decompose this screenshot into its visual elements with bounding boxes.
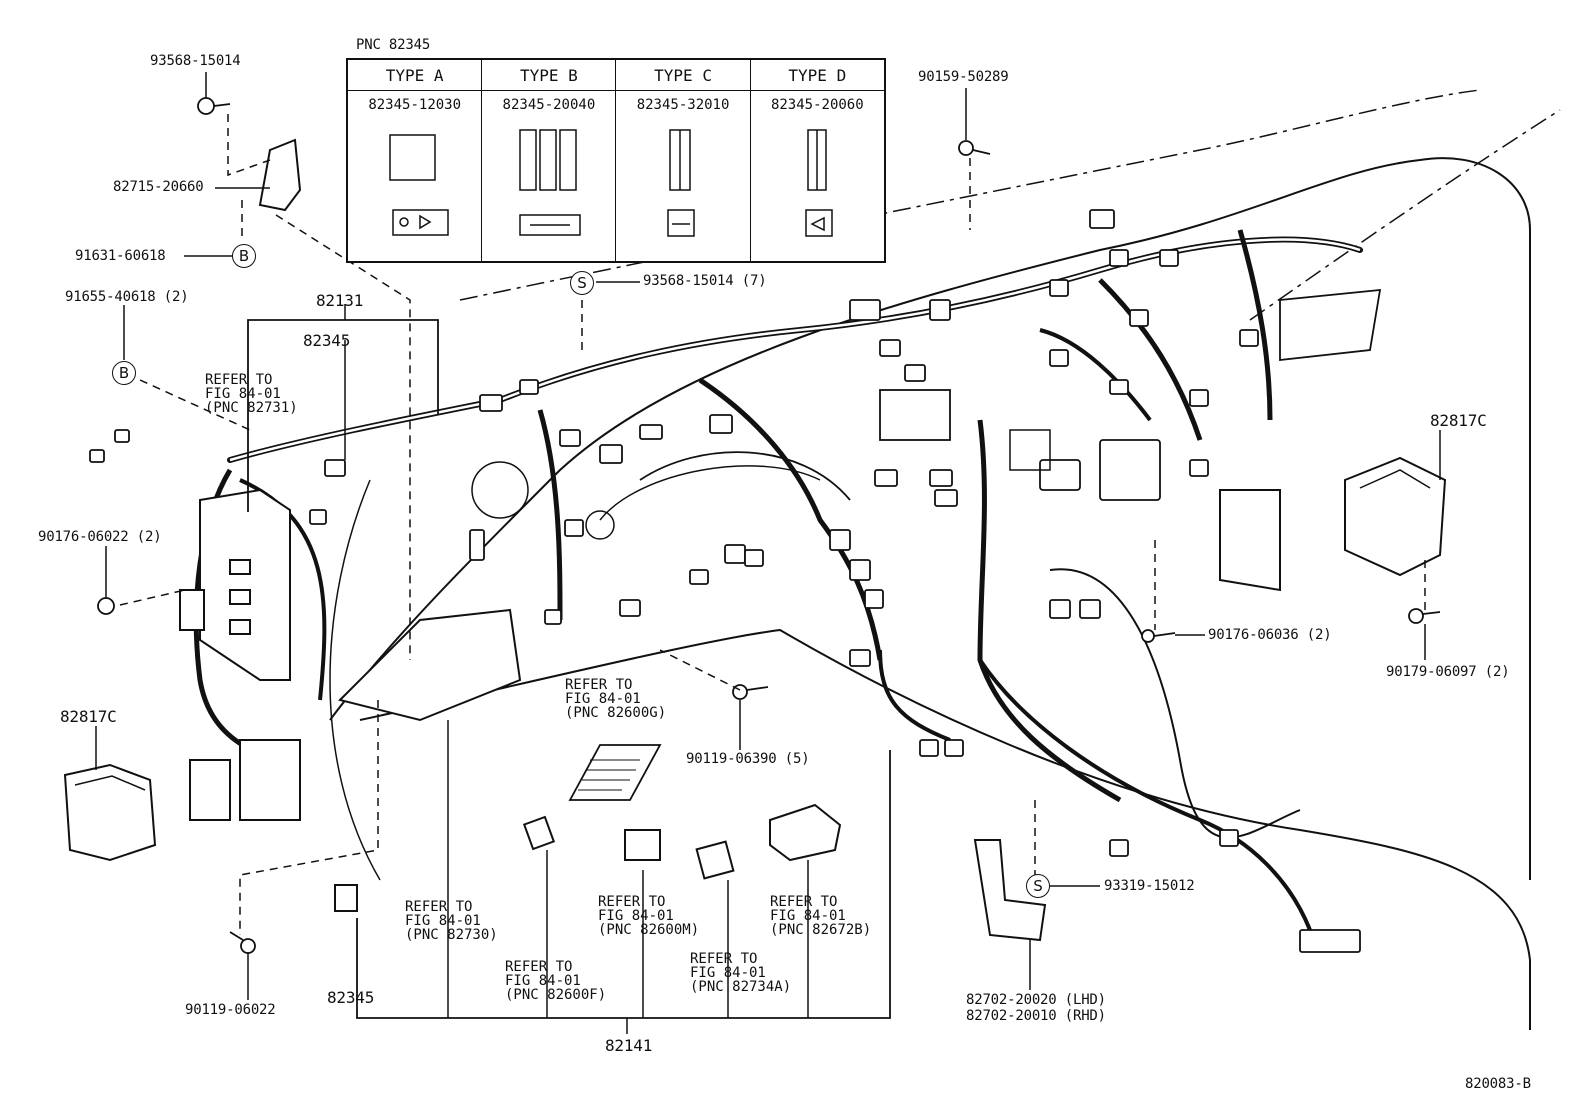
label-90176-06036: 90176-06036 (2) [1208, 627, 1332, 643]
fasteners [97, 97, 1441, 954]
refer-82600m: REFER TO FIG 84-01 (PNC 82600M) [598, 894, 700, 938]
harness-main-inner [229, 238, 1361, 462]
meter-hood-2 [599, 465, 821, 521]
marker-b-1: B [232, 244, 256, 268]
right-vent-opening [1279, 288, 1382, 362]
type-d-cell: 82345-20060 [749, 90, 886, 263]
leader-lines [95, 72, 1441, 1000]
refer-82731: REFER TO FIG 84-01 (PNC 82731) [205, 372, 298, 416]
dash-right-line [1249, 109, 1561, 321]
relay-82345-loose [334, 884, 358, 912]
label-82345-upper: 82345 [303, 331, 351, 350]
type-a-header: TYPE A [346, 58, 483, 91]
label-91655-40618: 91655-40618 (2) [65, 289, 189, 305]
refer-82672b: REFER TO FIG 84-01 (PNC 82672B) [770, 894, 872, 938]
steering-column-hole [471, 461, 529, 519]
type-c-cell: 82345-32010 [615, 90, 751, 263]
label-91631-60618: 91631-60618 [75, 248, 166, 264]
pnc-82345-type-table: TYPE A TYPE B TYPE C TYPE D 82345-12030 … [346, 58, 886, 263]
support-bracket-82702 [973, 839, 1047, 942]
label-82141: 82141 [605, 1036, 653, 1055]
type-a-part: 82345-12030 [368, 97, 462, 113]
lower-panel [338, 608, 522, 722]
refer-82600g: REFER TO FIG 84-01 (PNC 82600G) [565, 677, 667, 721]
type-b-header: TYPE B [481, 58, 617, 91]
label-82702-20010-rhd: 82702-20010 (RHD) [966, 1008, 1106, 1024]
left-side-curve [329, 479, 381, 881]
label-90159-50289: 90159-50289 [918, 69, 1009, 85]
harness-main [227, 236, 1363, 463]
bracket-82715 [258, 138, 302, 212]
label-sheet-82600g [568, 744, 662, 801]
round-gauge [585, 510, 615, 540]
console-outline [1049, 568, 1301, 839]
dash-lower-edge [359, 628, 1531, 1030]
relay-box-left [63, 763, 157, 862]
harness-console-run [978, 658, 1312, 931]
meter-hood [639, 451, 851, 501]
harness-branch-6 [1039, 328, 1152, 422]
label-82131: 82131 [316, 291, 364, 310]
relay-82600f [522, 815, 556, 851]
type-b-part: 82345-20040 [502, 97, 596, 113]
dashed-leaders [119, 114, 1426, 935]
marker-b-2: B [112, 361, 136, 385]
dash-top-line [459, 89, 1481, 301]
harness-branch-7 [878, 649, 951, 742]
type-a-cell: 82345-12030 [346, 90, 483, 263]
label-90179-06097: 90179-06097 (2) [1386, 664, 1510, 680]
console-bracket-right [1219, 489, 1281, 592]
harness-branch-5 [1237, 229, 1273, 421]
marker-s-1: S [570, 271, 594, 295]
label-82702-20020-lhd: 82702-20020 (LHD) [966, 992, 1106, 1008]
type-d-header: TYPE D [749, 58, 886, 91]
pnc-caption: PNC 82345 [356, 37, 431, 53]
label-93568-15014-s: 93568-15014 (7) [643, 273, 767, 289]
label-93568-15014-top: 93568-15014 [150, 53, 241, 69]
label-90119-06022: 90119-06022 [185, 1002, 276, 1018]
refer-82730: REFER TO FIG 84-01 (PNC 82730) [405, 899, 498, 943]
label-82817c-right: 82817C [1430, 411, 1487, 430]
relay-box-right [1344, 456, 1447, 577]
group-bracket-82141 [356, 750, 891, 1019]
type-c-part: 82345-32010 [636, 97, 730, 113]
type-d-part: 82345-20060 [770, 97, 864, 113]
relay-82600m [624, 829, 661, 861]
harness-branch-4 [1098, 278, 1203, 441]
label-82817c-left: 82817C [60, 707, 117, 726]
center-panel-opening [1009, 429, 1051, 471]
label-90176-06022: 90176-06022 (2) [38, 529, 162, 545]
relay-82672b [769, 803, 842, 862]
junction-block-left [179, 488, 301, 821]
refer-82734a: REFER TO FIG 84-01 (PNC 82734A) [690, 951, 792, 995]
label-93319-15012: 93319-15012 [1104, 878, 1195, 894]
type-c-header: TYPE C [615, 58, 751, 91]
label-90119-06390: 90119-06390 (5) [686, 751, 810, 767]
label-82715-20660: 82715-20660 [113, 179, 204, 195]
figure-id: 820083-B [1465, 1076, 1531, 1092]
label-82345-lower: 82345 [327, 988, 375, 1007]
type-b-cell: 82345-20040 [481, 90, 617, 263]
connector-blocks [89, 209, 1361, 953]
refer-82600f: REFER TO FIG 84-01 (PNC 82600F) [505, 959, 607, 1003]
group-bracket-82131 [247, 319, 439, 512]
relay-82734a [695, 840, 735, 880]
center-display-opening [879, 389, 951, 441]
harness-branch-3 [977, 419, 1122, 803]
harness-branch-1 [537, 409, 563, 621]
marker-s-2: S [1026, 874, 1050, 898]
